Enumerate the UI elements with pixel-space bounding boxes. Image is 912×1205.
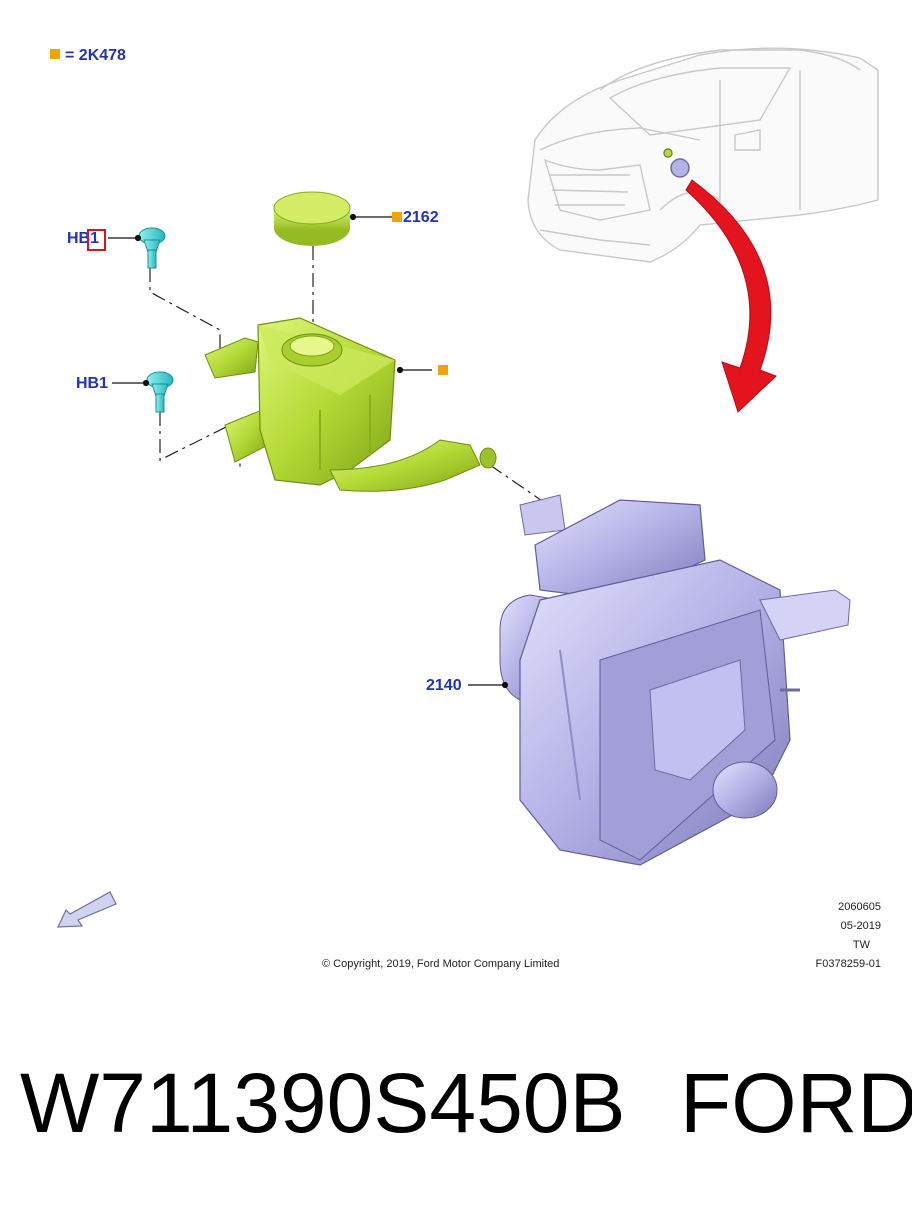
part-number: W711390S450B [20, 1056, 626, 1150]
view-direction-arrow [57, 891, 117, 928]
doc-region: TW [852, 939, 870, 951]
legend-label: = 2K478 [65, 47, 126, 64]
callout-cap: 2162 [403, 209, 439, 226]
location-arrow [685, 179, 777, 413]
callout-bolt-lower: HB1 [76, 375, 109, 392]
bolt-hb1-upper [138, 227, 166, 269]
callout-bolt-upper: HB1 [67, 230, 100, 247]
doc-code: 2060605 [838, 901, 881, 913]
marker-square [392, 212, 402, 222]
doc-info: 2060605 05-2019 TW F0378259-01 [721, 901, 881, 977]
legend-marker-square [50, 49, 60, 59]
part-caption: W711390S450B FORD [20, 1056, 912, 1150]
brake-fluid-reservoir [204, 317, 497, 492]
vehicle-locator-illustration [527, 47, 879, 263]
callout-leader-lines [108, 213, 509, 689]
callout-booster: 2140 [426, 677, 462, 694]
highlight-box [87, 229, 106, 251]
brake-booster-unit [499, 494, 851, 866]
doc-date: 05-2019 [840, 920, 881, 932]
marker-square [438, 365, 448, 375]
figure-id: F0378259-01 [815, 958, 881, 970]
legend-key: = 2K478 [50, 48, 130, 64]
reservoir-cap [273, 191, 351, 246]
bolt-hb1-lower [146, 371, 174, 413]
brand-name: FORD [680, 1056, 912, 1150]
copyright-notice: © Copyright, 2019, Ford Motor Company Li… [322, 958, 560, 970]
